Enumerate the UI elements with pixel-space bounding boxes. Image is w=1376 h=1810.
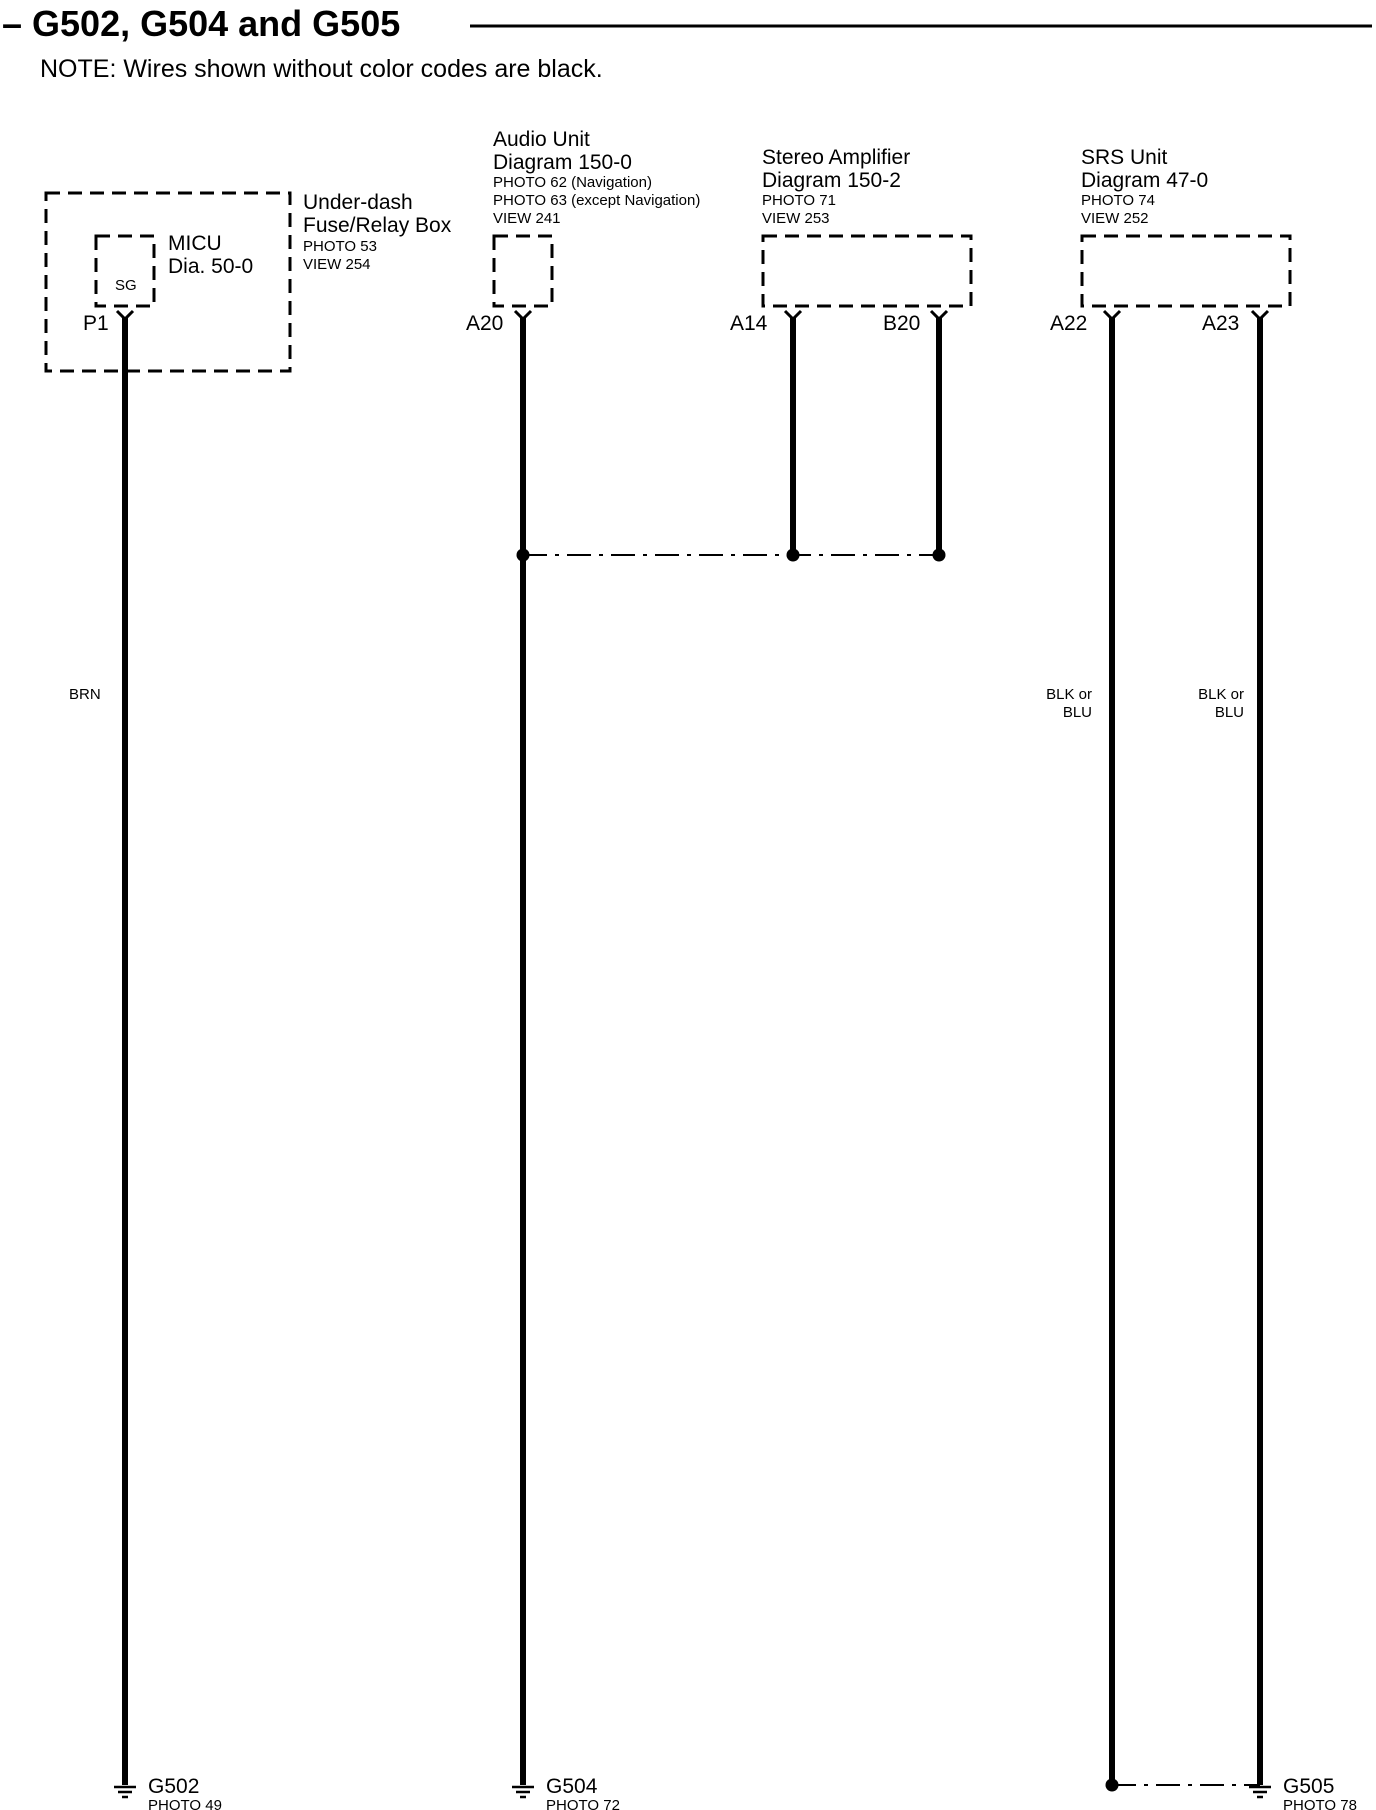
wire-p1-color: BRN	[69, 686, 101, 703]
audio-unit-photo-except-nav: PHOTO 63 (except Navigation)	[493, 192, 700, 209]
ground-g505: G505 PHOTO 78	[1249, 1775, 1357, 1810]
ground-icon	[114, 1785, 136, 1799]
srs-unit-diagram-ref: Diagram 47-0	[1081, 169, 1208, 192]
pin-a14-label: A14	[730, 312, 768, 335]
audio-unit-photo-nav: PHOTO 62 (Navigation)	[493, 174, 652, 191]
ground-g505-label: G505	[1283, 1775, 1334, 1798]
underdash-box-outline	[44, 191, 292, 373]
stereo-amplifier: Stereo Amplifier Diagram 150-2 PHOTO 71 …	[730, 146, 973, 335]
splice-point-a14	[786, 548, 800, 562]
pin-b20-label: B20	[883, 312, 920, 335]
splice-point-a20	[516, 548, 530, 562]
connector-p1-symbol	[115, 309, 135, 322]
micu-box-outline	[94, 234, 156, 308]
connector-a23-symbol	[1250, 309, 1270, 322]
srs-unit-photo: PHOTO 74	[1081, 192, 1155, 209]
splice-point-b20	[932, 548, 946, 562]
srs-unit-box-outline	[1080, 234, 1292, 308]
connector-a22-symbol	[1102, 309, 1122, 322]
underdash-name-line2: Fuse/Relay Box	[303, 214, 452, 237]
ground-icon	[512, 1785, 534, 1799]
micu-name: MICU	[168, 232, 222, 255]
underdash-photo: PHOTO 53	[303, 238, 377, 255]
page-title: – G502, G504 and G505	[2, 3, 400, 44]
connector-a14-symbol	[783, 309, 803, 322]
note-text: NOTE: Wires shown without color codes ar…	[40, 55, 603, 83]
connector-a20-symbol	[513, 309, 533, 322]
wire-a23-color-line2: BLU	[1215, 704, 1244, 721]
pin-a23-label: A23	[1202, 312, 1239, 335]
audio-unit-diagram-ref: Diagram 150-0	[493, 151, 632, 174]
audio-unit-box-outline	[492, 234, 554, 308]
underdash-fuse-relay-box: Under-dash Fuse/Relay Box PHOTO 53 VIEW …	[44, 191, 452, 373]
ground-g505-photo: PHOTO 78	[1283, 1797, 1357, 1810]
srs-unit-view: VIEW 252	[1081, 210, 1149, 227]
srs-unit: SRS Unit Diagram 47-0 PHOTO 74 VIEW 252 …	[1050, 146, 1292, 335]
wire-a22-color-line2: BLU	[1063, 704, 1092, 721]
ground-icon	[1249, 1785, 1271, 1799]
ground-g504: G504 PHOTO 72	[512, 1775, 620, 1810]
connector-b20-symbol	[929, 309, 949, 322]
pin-p1-label: P1	[83, 312, 109, 335]
pin-a22-label: A22	[1050, 312, 1087, 335]
underdash-name-line1: Under-dash	[303, 191, 413, 214]
wire-a23-color-line1: BLK or	[1198, 686, 1244, 703]
underdash-view: VIEW 254	[303, 256, 371, 273]
audio-unit-view: VIEW 241	[493, 210, 561, 227]
ground-g504-label: G504	[546, 1775, 598, 1798]
splice-point-a22	[1105, 1778, 1119, 1792]
stereo-amp-view: VIEW 253	[762, 210, 830, 227]
ground-g502: G502 PHOTO 49	[114, 1775, 222, 1810]
audio-unit: Audio Unit Diagram 150-0 PHOTO 62 (Navig…	[466, 128, 700, 335]
micu-terminal-sg: SG	[115, 277, 137, 294]
ground-g504-photo: PHOTO 72	[546, 1797, 620, 1810]
wire-a22-color-line1: BLK or	[1046, 686, 1092, 703]
audio-unit-name: Audio Unit	[493, 128, 590, 151]
ground-g502-label: G502	[148, 1775, 199, 1798]
stereo-amp-name: Stereo Amplifier	[762, 146, 910, 169]
srs-unit-name: SRS Unit	[1081, 146, 1168, 169]
stereo-amp-diagram-ref: Diagram 150-2	[762, 169, 901, 192]
stereo-amp-box-outline	[761, 234, 973, 308]
stereo-amp-photo: PHOTO 71	[762, 192, 836, 209]
pin-a20-label: A20	[466, 312, 503, 335]
micu-diagram-ref: Dia. 50-0	[168, 255, 253, 278]
ground-g502-photo: PHOTO 49	[148, 1797, 222, 1810]
